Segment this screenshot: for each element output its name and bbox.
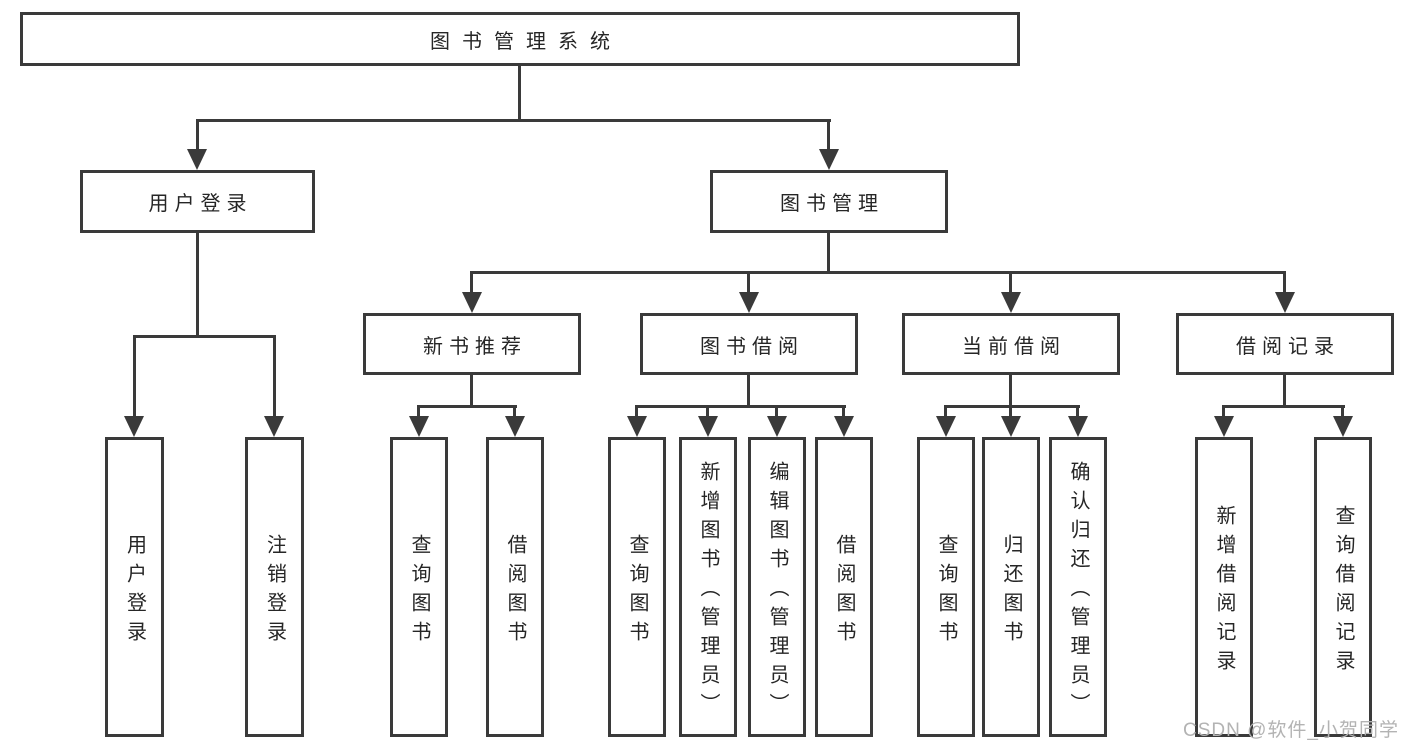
connector-login-stem <box>196 233 199 335</box>
connector-nb-query-drop <box>417 405 420 417</box>
node-new-book-recommendation: 新书推荐 <box>363 313 581 375</box>
node-label: 新书推荐 <box>423 335 527 358</box>
connector-level2-bar <box>196 119 831 122</box>
node-label: 用户登录 <box>123 533 146 650</box>
connector-br-add-drop <box>1222 405 1225 417</box>
node-label: 新增图书（管理员） <box>697 461 719 722</box>
connector-cb-query-drop <box>944 405 947 417</box>
connector-br-query-drop <box>1341 405 1344 417</box>
arrow-down-icon <box>834 416 854 437</box>
node-label: 归还图书 <box>1000 533 1022 650</box>
node-current-borrowing: 当前借阅 <box>902 313 1120 375</box>
leaf-query-borrow-record: 查询借阅记录 <box>1314 437 1372 737</box>
arrow-down-icon <box>1333 416 1353 437</box>
connector-current-children-bar <box>944 405 1080 408</box>
node-user-login-module: 用户登录 <box>80 170 315 233</box>
node-label: 查询图书 <box>935 533 957 650</box>
connector-root-stem <box>518 66 521 119</box>
connector-mgmt-stem <box>827 233 830 271</box>
leaf-confirm-return-admin: 确认归还（管理员） <box>1049 437 1107 737</box>
node-borrowing-records: 借阅记录 <box>1176 313 1394 375</box>
node-label: 查询图书 <box>626 533 648 650</box>
connector-login-children-bar <box>133 335 276 338</box>
arrow-down-icon <box>1001 416 1021 437</box>
connector-borrow-children-bar <box>635 405 846 408</box>
leaf-add-borrow-record: 新增借阅记录 <box>1195 437 1253 737</box>
connector-records-drop <box>1283 271 1286 293</box>
leaf-query-books: 查询图书 <box>390 437 448 737</box>
connector-nb-borrow-drop <box>513 405 516 417</box>
connector-current-drop <box>1009 271 1012 293</box>
node-label: 借阅记录 <box>1236 335 1340 358</box>
connector-borrow-drop <box>747 271 750 293</box>
node-label: 借阅图书 <box>833 533 855 650</box>
leaf-borrow-books: 借阅图书 <box>486 437 544 737</box>
node-label: 图书管理 <box>780 193 884 215</box>
node-book-management-module: 图书管理 <box>710 170 948 233</box>
arrow-down-icon <box>264 416 284 437</box>
connector-records-stem <box>1283 375 1286 405</box>
node-label: 用户登录 <box>148 193 253 215</box>
arrow-down-icon <box>1275 292 1295 313</box>
connector-logout-drop <box>273 335 276 417</box>
arrow-down-icon <box>627 416 647 437</box>
connector-newbook-drop <box>470 271 473 293</box>
node-label: 查询图书 <box>408 533 430 650</box>
arrow-down-icon <box>698 416 718 437</box>
arrow-down-icon <box>124 416 144 437</box>
node-label: 确认归还（管理员） <box>1067 461 1089 722</box>
connector-bb-edit-drop <box>775 405 778 417</box>
connector-mgmt-drop <box>827 119 830 151</box>
arrow-down-icon <box>936 416 956 437</box>
leaf-user-login: 用户登录 <box>105 437 164 737</box>
connector-login-drop <box>196 119 199 151</box>
connector-level3-bar <box>470 271 1286 274</box>
arrow-down-icon <box>505 416 525 437</box>
arrow-down-icon <box>187 149 207 170</box>
connector-newbook-children-bar <box>417 405 517 408</box>
connector-newbook-stem <box>470 375 473 405</box>
connector-bb-query-drop <box>635 405 638 417</box>
leaf-borrow-books: 借阅图书 <box>815 437 873 737</box>
node-label: 新增借阅记录 <box>1213 504 1235 679</box>
leaf-edit-books-admin: 编辑图书（管理员） <box>748 437 806 737</box>
leaf-return-books: 归还图书 <box>982 437 1040 737</box>
node-label: 注销登录 <box>263 533 286 650</box>
leaf-query-books: 查询图书 <box>917 437 975 737</box>
leaf-add-books-admin: 新增图书（管理员） <box>679 437 737 737</box>
arrow-down-icon <box>739 292 759 313</box>
arrow-down-icon <box>462 292 482 313</box>
arrow-down-icon <box>1068 416 1088 437</box>
node-label: 查询借阅记录 <box>1332 504 1354 679</box>
connector-cb-confirm-drop <box>1076 405 1079 417</box>
connector-user-login-drop <box>133 335 136 417</box>
arrow-down-icon <box>819 149 839 170</box>
node-label: 当前借阅 <box>962 335 1066 358</box>
node-label: 编辑图书（管理员） <box>766 461 788 722</box>
connector-current-stem <box>1009 375 1012 405</box>
leaf-logout: 注销登录 <box>245 437 304 737</box>
arrow-down-icon <box>409 416 429 437</box>
arrow-down-icon <box>767 416 787 437</box>
csdn-watermark: CSDN @软件_小贺同学 <box>1183 720 1399 741</box>
node-label: 图书管理系统 <box>430 30 622 53</box>
connector-bb-add-drop <box>706 405 709 417</box>
connector-bb-borrow-drop <box>842 405 845 417</box>
connector-borrow-stem <box>747 375 750 405</box>
leaf-query-books: 查询图书 <box>608 437 666 737</box>
node-library-management-system: 图书管理系统 <box>20 12 1020 66</box>
node-label: 借阅图书 <box>504 533 526 650</box>
node-label: 图书借阅 <box>700 335 804 358</box>
connector-records-children-bar <box>1222 405 1345 408</box>
connector-cb-return-drop <box>1009 405 1012 417</box>
arrow-down-icon <box>1214 416 1234 437</box>
node-book-borrowing: 图书借阅 <box>640 313 858 375</box>
arrow-down-icon <box>1001 292 1021 313</box>
